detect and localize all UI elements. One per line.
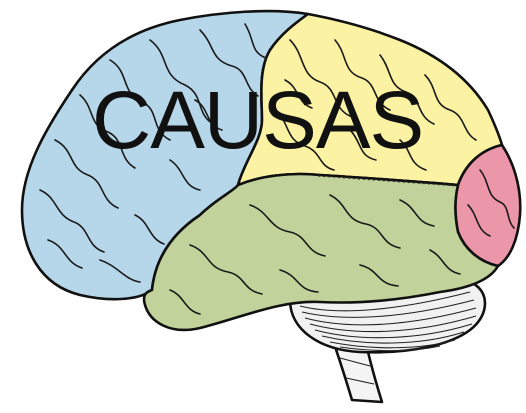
caption-text: CAUSAS [92,80,423,162]
